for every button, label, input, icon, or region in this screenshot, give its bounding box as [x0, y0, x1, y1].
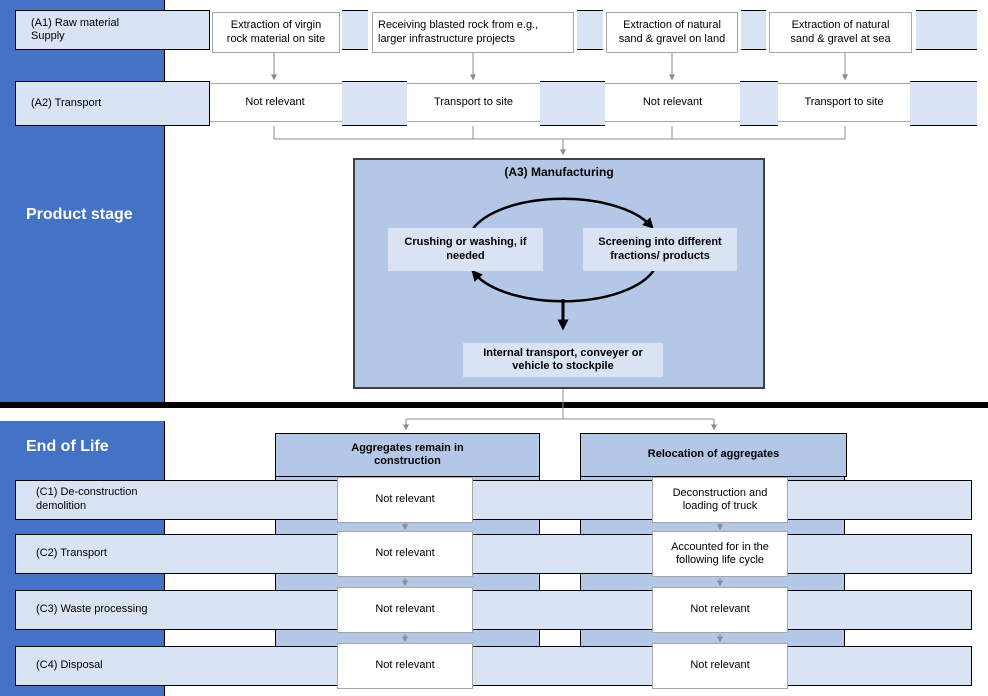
branch-header-remain: Aggregates remain in construction: [275, 433, 540, 477]
row-a1-spacer: [342, 10, 368, 50]
a2-cell-3: Not relevant: [642, 95, 703, 108]
row-label-c1: (C1) De-construction demolition: [15, 480, 972, 520]
c2-cell-relocation: Accounted for in the following life cycl…: [652, 531, 788, 577]
branch-header-relocation: Relocation of aggregates: [580, 433, 847, 477]
c4-cell-relocation: Not relevant: [652, 643, 788, 689]
c3-cell-relocation: Not relevant: [652, 587, 788, 633]
a2-cell-2: Transport to site: [433, 95, 514, 108]
stage-divider-line: [0, 402, 988, 408]
row-label-a2: (A2) Transport: [15, 81, 210, 126]
product-stage-label: Product stage: [26, 206, 133, 223]
a1-to-a2-arrows: [271, 53, 848, 81]
row-a2-spacer: [910, 81, 977, 126]
a1-cell-sand-gravel-sea: Extraction of natural sand & gravel at s…: [769, 12, 912, 53]
product-stage-bar: [0, 0, 165, 402]
row-a1-spacer: [577, 10, 603, 50]
c4-cell-remain: Not relevant: [337, 643, 473, 689]
c1-cell-remain: Not relevant: [337, 477, 473, 523]
a1-cell-blasted-rock: Receiving blasted rock from e.g., larger…: [372, 12, 574, 53]
row-a1-spacer: [741, 10, 766, 50]
a3-step-crushing: Crushing or washing, if needed: [388, 228, 543, 271]
row-a2-spacer: [740, 81, 778, 126]
row-a2-spacer: [540, 81, 605, 126]
row-label-c4: (C4) Disposal: [15, 646, 972, 686]
a2-cell-4: Transport to site: [804, 95, 884, 108]
a1-cell-sand-gravel-land: Extraction of natural sand & gravel on l…: [606, 12, 738, 53]
row-label-c3: (C3) Waste processing: [15, 590, 972, 630]
a3-to-eol-connector: [403, 389, 717, 431]
a2-to-a3-connector: [273, 126, 846, 156]
c3-cell-remain: Not relevant: [337, 587, 473, 633]
row-label-a1: (A1) Raw material Supply: [15, 10, 210, 50]
manufacturing-title: (A3) Manufacturing: [504, 165, 614, 179]
row-label-c2: (C2) Transport: [15, 534, 972, 574]
row-a1-spacer: [916, 10, 977, 50]
c2-cell-remain: Not relevant: [337, 531, 473, 577]
c1-cell-relocation: Deconstruction and loading of truck: [652, 477, 788, 523]
a3-step-screening: Screening into different fractions/ prod…: [583, 228, 737, 271]
a1-cell-virgin-rock: Extraction of virgin rock material on si…: [212, 12, 340, 53]
row-a2-spacer: [342, 81, 407, 126]
a2-cell-1: Not relevant: [245, 95, 305, 108]
a3-output-stockpile: Internal transport, conveyer or vehicle …: [463, 343, 663, 377]
end-of-life-label: End of Life: [26, 438, 109, 455]
